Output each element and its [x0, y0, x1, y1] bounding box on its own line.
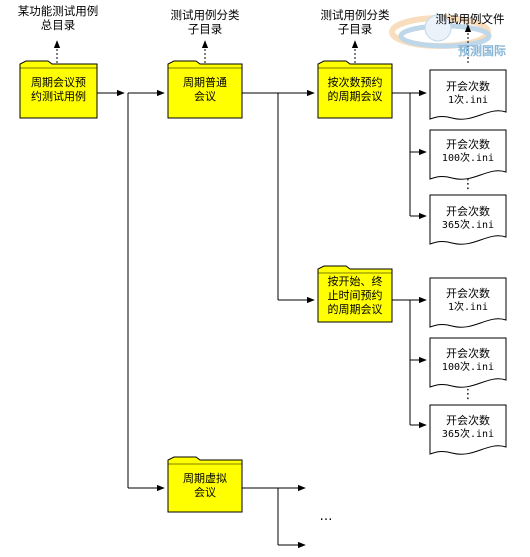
file-1-1-name: 1次.ini [447, 95, 489, 106]
folder-label-periodic-virtual-1: 周期虚拟 [183, 472, 227, 485]
file-2-1-title: 开会次数 [446, 287, 490, 300]
file-1-2-name: 100次.ini [441, 153, 495, 164]
file-1-1-title: 开会次数 [446, 80, 490, 93]
virtual-branch-ellipsis: … [319, 509, 333, 524]
file-docs [429, 69, 507, 455]
header-feature-root-line2: 总目录 [40, 18, 76, 32]
file-2-3-name: 365次.ini [441, 429, 495, 440]
connectors [97, 89, 427, 549]
file-doc-2-3 [429, 404, 507, 455]
header-subcat2-line1: 测试用例分类 [320, 8, 390, 22]
folder-by-count [317, 60, 393, 119]
folder-periodic-normal [167, 60, 243, 119]
watermark-text: 预测国际 [458, 44, 507, 58]
header-subcat-line1: 测试用例分类 [170, 8, 240, 22]
folder-label-periodic-virtual-2: 会议 [194, 486, 216, 499]
folder-label-by-count-2: 的周期会议 [327, 90, 383, 103]
folder-label-by-start-end-1: 按开始、终 [327, 275, 383, 288]
header-feature-root-line1: 某功能测试用例 [17, 4, 99, 18]
file-doc-1-3 [429, 194, 507, 245]
file-group1-ellipsis: ⋮ [461, 177, 475, 192]
folder-label-by-start-end-2: 止时间预约 [327, 289, 383, 302]
file-doc-1-1 [429, 69, 507, 120]
folder-label-periodic-booking-1: 周期会议预 [31, 76, 86, 89]
folder-label-periodic-normal-1: 周期普通 [183, 76, 227, 89]
file-2-2-name: 100次.ini [441, 362, 495, 373]
folder-by-start-end [317, 265, 393, 323]
file-1-2-title: 开会次数 [446, 138, 490, 151]
file-doc-2-1 [429, 277, 507, 328]
folder-label-periodic-normal-2: 会议 [194, 90, 216, 103]
header-subcat2-line2: 子目录 [337, 22, 373, 36]
file-doc-2-2 [429, 337, 507, 388]
file-doc-1-2 [429, 129, 507, 180]
file-1-3-title: 开会次数 [446, 205, 490, 218]
file-1-3-name: 365次.ini [441, 220, 495, 231]
header-case-file: 测试用例文件 [435, 12, 505, 26]
folder-periodic-booking [19, 60, 98, 119]
watermark-logo [389, 14, 492, 49]
file-group2-ellipsis: ⋮ [461, 387, 475, 402]
folder-periodic-virtual [167, 456, 243, 513]
header-subcat-line2: 子目录 [187, 22, 223, 36]
folder-label-by-start-end-3: 的周期会议 [327, 303, 383, 316]
file-2-1-name: 1次.ini [447, 302, 489, 313]
file-2-2-title: 开会次数 [446, 347, 490, 360]
folder-label-by-count-1: 按次数预约 [327, 76, 383, 89]
file-2-3-title: 开会次数 [446, 414, 490, 427]
folder-label-periodic-booking-2: 约测试用例 [31, 90, 86, 103]
